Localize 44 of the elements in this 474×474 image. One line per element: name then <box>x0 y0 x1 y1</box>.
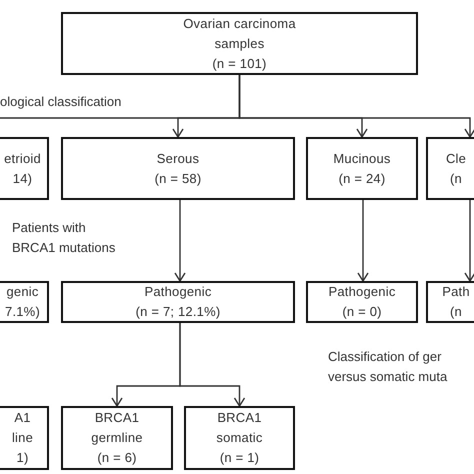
box-text: A1 line <box>10 409 34 447</box>
arrow <box>357 200 369 282</box>
box-text: (n = 7; 12.1%) <box>134 303 222 321</box>
box-text: (n <box>449 303 463 321</box>
process-box <box>306 137 418 200</box>
box-text: (n = 1) <box>218 449 260 467</box>
box-text: etrioid <box>3 150 42 168</box>
box-text: Ovarian carcinoma samples <box>182 14 297 53</box>
process-box <box>306 281 418 323</box>
box-text: (n = 0) <box>341 303 383 321</box>
box-text: Cle <box>444 150 468 168</box>
process-box <box>0 137 49 200</box>
box-text: (n = 101) <box>211 54 268 73</box>
box-text: 1) <box>16 449 30 467</box>
annotation-text: Classification of ger versus somatic muta <box>328 348 448 386</box>
box-text: Pathogenic <box>327 283 397 301</box>
annotation-text: ological classification <box>0 93 122 111</box>
annotation-text: Patients with BRCA1 mutations <box>12 219 116 257</box>
arrow <box>238 75 474 138</box>
box-text: (n = 58) <box>154 170 202 188</box>
box-text: Serous <box>156 150 200 168</box>
box-text: BRCA1 germline <box>90 409 144 447</box>
process-box <box>0 406 49 470</box>
box-text: Pathogenic <box>143 283 213 301</box>
arrow <box>179 323 246 407</box>
process-box <box>0 281 49 323</box>
box-text: Path <box>441 283 471 301</box>
process-box <box>184 406 295 470</box>
process-box <box>61 12 418 75</box>
process-box <box>61 281 295 323</box>
box-text: genic <box>5 283 40 301</box>
arrow <box>464 200 474 282</box>
arrow <box>174 200 186 282</box>
box-text: 7.1%) <box>4 303 41 321</box>
box-text: Mucinous <box>332 150 392 168</box>
box-text: (n = 6) <box>96 449 138 467</box>
process-box <box>426 281 474 323</box>
box-text: BRCA1 somatic <box>215 409 264 447</box>
process-box <box>61 406 173 470</box>
process-box <box>426 137 474 200</box>
process-box <box>61 137 295 200</box>
box-text: (n = 24) <box>338 170 386 188</box>
box-text: 14) <box>12 170 34 188</box>
box-text: (n <box>449 170 463 188</box>
